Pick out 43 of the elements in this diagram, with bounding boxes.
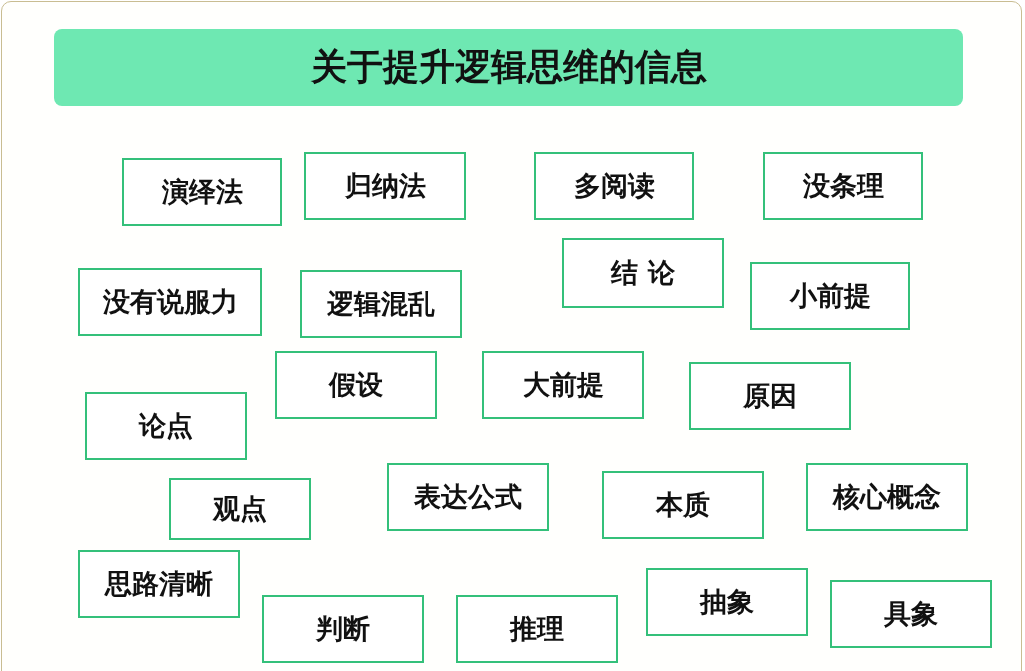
keyword-box: [275, 351, 437, 419]
keyword-box: [456, 595, 618, 663]
keyword-box: [262, 595, 424, 663]
keyword-box: [806, 463, 968, 531]
keyword-text: 推理: [510, 612, 564, 646]
keyword-text: 逻辑混乱: [327, 287, 435, 321]
keyword-box: [562, 238, 724, 308]
keyword-text: 原因: [743, 379, 797, 413]
keyword-box: [602, 471, 764, 539]
keyword-text: 论点: [139, 409, 193, 443]
keyword-text: 演绎法: [161, 175, 243, 209]
keyword-text: 思路清晰: [105, 567, 213, 601]
keyword-box: [78, 550, 240, 618]
keyword-box: [750, 262, 910, 330]
keyword-text: 观点: [213, 492, 267, 526]
keyword-box: [534, 152, 694, 220]
keyword-text: 判断: [316, 612, 370, 646]
keyword-box: [169, 478, 311, 540]
keyword-text: 本质: [656, 488, 710, 522]
keyword-text: 大前提: [522, 368, 604, 402]
keyword-text: 归纳法: [344, 169, 426, 203]
keyword-text: 小前提: [789, 279, 871, 313]
keyword-box: [830, 580, 992, 648]
keyword-box: [304, 152, 466, 220]
keyword-text: 假设: [329, 368, 383, 402]
keyword-box: [482, 351, 644, 419]
keyword-text: 具象: [884, 597, 938, 631]
keyword-box: [646, 568, 808, 636]
title-banner: 关于提升逻辑思维的信息: [54, 29, 963, 106]
keyword-text: 没条理: [802, 169, 884, 203]
keyword-text: 抽象: [700, 585, 754, 619]
keyword-text: 多阅读: [573, 169, 655, 203]
keyword-text: 核心概念: [833, 480, 941, 514]
keyword-box: [689, 362, 851, 430]
keyword-box: [85, 392, 247, 460]
keyword-box: [763, 152, 923, 220]
keyword-text: 表达公式: [414, 480, 522, 514]
keyword-box: [122, 158, 282, 226]
keyword-text: 结 论: [611, 256, 675, 290]
keyword-text: 没有说服力: [102, 285, 238, 319]
keyword-box: [300, 270, 462, 338]
keyword-box: [387, 463, 549, 531]
keyword-box: [78, 268, 262, 336]
